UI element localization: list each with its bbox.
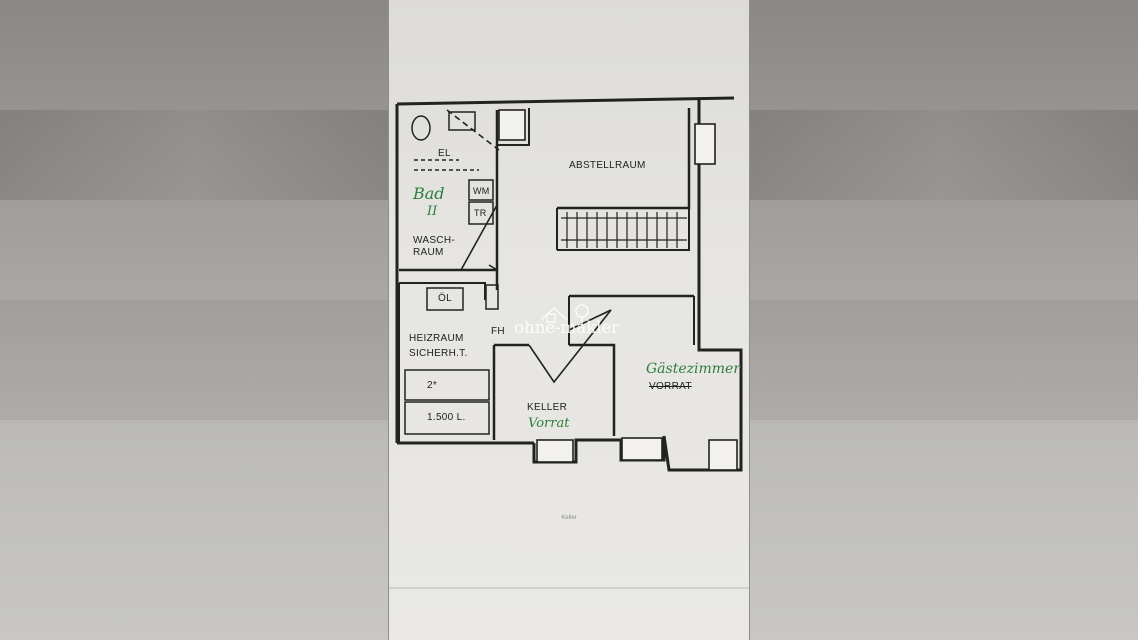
label-fh: FH [491,326,505,337]
handwritten-bad-number: II [427,204,438,219]
room-label-abstellraum: ABSTELLRAUM [569,160,646,171]
handwritten-bad: Bad [413,184,445,203]
watermark-logo-text: ohne-makler [514,318,619,338]
room-label-keller: KELLER [527,402,568,413]
fixture-label-tr: TR [474,208,487,218]
room-label-heizraum: HEIZRAUM [409,333,464,344]
room-label-waschraum-line2: RAUM [413,247,444,258]
room-label-vorrat-crossed: VORRAT [649,381,692,392]
plan-caption: Keller [561,515,577,521]
fixture-label-wm: WM [473,186,490,196]
tank-volume-label: 1.500 L. [427,412,466,423]
fixture-label-oel: ÖL [438,293,452,304]
floor-plan-drawing [389,96,749,589]
blurred-background-left [0,0,388,640]
tank-count-label: 2* [427,380,438,391]
handwritten-vorrat: Vorrat [528,416,570,431]
handwritten-gaestezimmer: Gästezimmer [646,361,741,377]
room-label-el: EL [438,148,451,159]
room-label-waschraum-line1: WASCH- [413,235,455,246]
blurred-background-right [750,0,1138,640]
floor-plan-paper: ABSTELLRAUM EL WM TR WASCH- RAUM ÖL FH H… [389,0,749,640]
room-label-sicherheit: SICHERH.T. [409,348,468,359]
